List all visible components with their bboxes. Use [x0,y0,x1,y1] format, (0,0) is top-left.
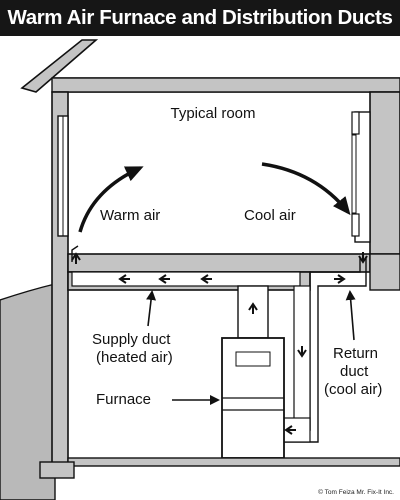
return-duct-label-line1: Return [333,345,378,362]
return-leader-arrow [345,290,356,341]
return-flow-arrows [284,252,368,435]
roof [20,39,400,93]
credit-text: © Tom Feiza Mr. Fix-It Inc. [318,488,394,496]
return-duct-label-line3: (cool air) [324,381,382,398]
supply-duct [71,271,301,287]
basement-floor [39,457,400,479]
page-title: Warm Air Furnace and Distribution Ducts [0,0,400,36]
warm-air-label: Warm air [100,207,160,224]
supply-duct-label-line1: Supply duct [92,331,171,348]
furnace-label: Furnace [96,391,151,408]
return-duct-label-line2: duct [340,363,369,380]
supply-duct-label-line2: (heated air) [96,349,173,366]
supply-leader-arrow [146,290,157,327]
furnace-unit [221,337,285,459]
room-label: Typical room [170,105,255,122]
warm-air-arrow [78,166,144,233]
cool-air-label: Cool air [244,207,296,224]
window [57,115,69,237]
right-wall [351,91,400,255]
supply-register [71,245,79,262]
cool-air-arrow [261,162,351,216]
supply-flow-arrows [71,252,258,314]
